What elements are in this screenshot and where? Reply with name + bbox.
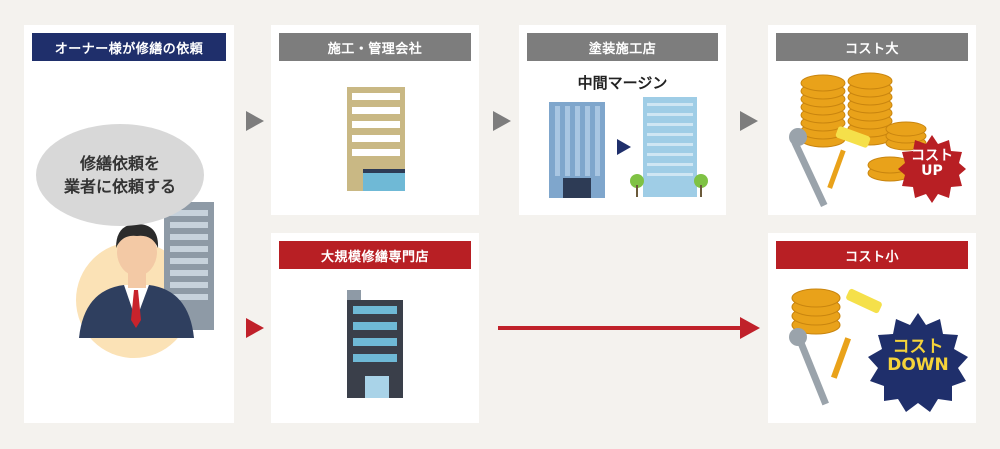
arrow-owner-to-specialist bbox=[246, 318, 264, 338]
management-card: 施工・管理会社 bbox=[271, 25, 479, 215]
owner-speech-bubble: 修繕依頼を 業者に依頼する bbox=[36, 124, 204, 226]
owner-illustration bbox=[76, 202, 214, 358]
cost-down-line-2: DOWN bbox=[887, 354, 949, 375]
bubble-line-2: 業者に依頼する bbox=[63, 177, 176, 196]
coins-tools-icon bbox=[789, 72, 927, 207]
arrow-owner-to-management bbox=[246, 111, 264, 131]
middle-margin-label: 中間マージン bbox=[577, 74, 668, 92]
painter-building-large-icon bbox=[630, 97, 708, 197]
cost-low-header: コスト小 bbox=[776, 241, 968, 269]
arrow-management-to-painter bbox=[493, 111, 511, 131]
painter-building-small-icon bbox=[549, 102, 605, 198]
specialist-header: 大規模修繕専門店 bbox=[279, 241, 471, 269]
specialist-card: 大規模修繕専門店 bbox=[271, 233, 479, 423]
arrow-specialist-to-cost-low bbox=[498, 317, 760, 339]
bubble-line-1: 修繕依頼を bbox=[79, 153, 160, 173]
owner-card: オーナー様が修繕の依頼 修繕依頼を 業者に依頼する bbox=[24, 25, 234, 423]
painter-header: 塗装施工店 bbox=[527, 33, 718, 61]
cost-up-badge-text: コスト UP bbox=[898, 149, 966, 178]
cost-up-line-2: UP bbox=[921, 162, 943, 179]
arrow-painter-to-cost-high bbox=[740, 111, 758, 131]
management-header: 施工・管理会社 bbox=[279, 33, 471, 61]
owner-header: オーナー様が修繕の依頼 bbox=[32, 33, 226, 61]
cost-up-line-1: コスト bbox=[911, 148, 953, 164]
cost-high-card: コスト大 コスト UP bbox=[768, 25, 976, 215]
cost-down-badge-text: コスト DOWN bbox=[868, 337, 968, 375]
specialist-building-icon bbox=[347, 290, 403, 398]
painter-card: 塗装施工店 中間マージン bbox=[519, 25, 726, 215]
navy-arrow-icon bbox=[617, 139, 631, 155]
cost-down-badge bbox=[868, 313, 968, 412]
cost-down-line-1: コスト bbox=[892, 337, 944, 357]
management-building-icon bbox=[347, 87, 405, 191]
cost-high-header: コスト大 bbox=[776, 33, 968, 61]
cost-low-card: コスト小 コスト DOWN bbox=[768, 233, 976, 423]
cost-up-badge bbox=[898, 135, 966, 203]
coins-tools-small-icon bbox=[789, 288, 882, 406]
